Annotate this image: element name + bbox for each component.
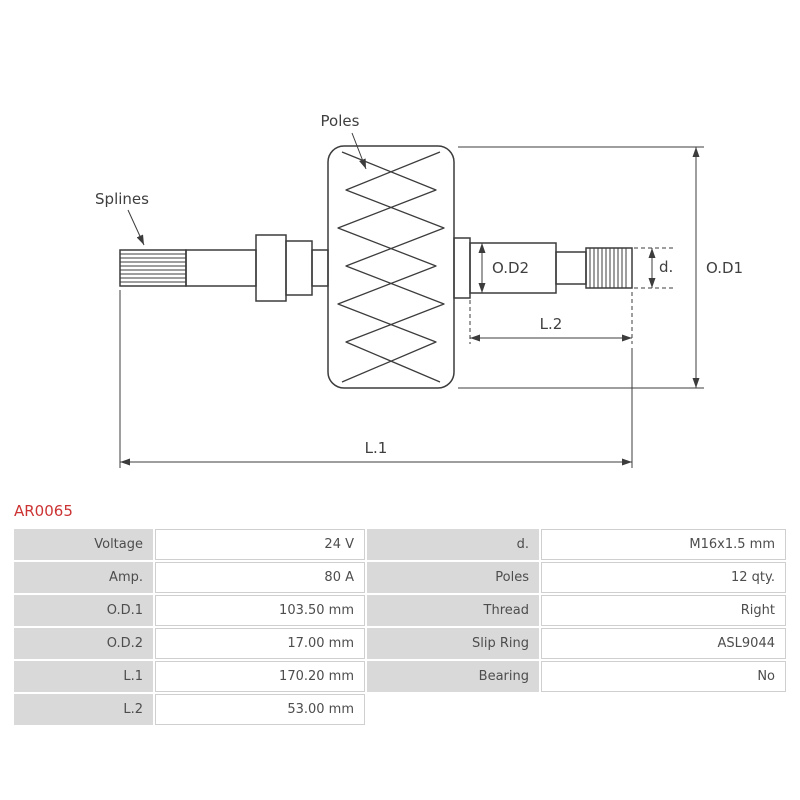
- spec-label-voltage: Voltage: [14, 529, 153, 560]
- spec-value-od2: 17.00 mm: [155, 628, 365, 659]
- spec-table: Voltage 24 V d. M16x1.5 mm Amp. 80 A Pol…: [14, 529, 786, 725]
- spline-hatching: [120, 253, 186, 283]
- spec-value-l2: 53.00 mm: [155, 694, 365, 725]
- spec-value-voltage: 24 V: [155, 529, 365, 560]
- poles-label: Poles: [321, 112, 360, 130]
- spec-value-d: M16x1.5 mm: [541, 529, 786, 560]
- spec-label-poles: Poles: [367, 562, 539, 593]
- spec-label-l1: L.1: [14, 661, 153, 692]
- spec-value-thread: Right: [541, 595, 786, 626]
- spec-label-amp: Amp.: [14, 562, 153, 593]
- poles-leader-arrow: [351, 132, 367, 170]
- spec-empty-label: [367, 694, 539, 725]
- spec-label-od1: O.D.1: [14, 595, 153, 626]
- spec-label-thread: Thread: [367, 595, 539, 626]
- splines-leader-arrow: [127, 209, 145, 246]
- rotor-outline: [119, 145, 633, 389]
- thread-hatching: [589, 248, 627, 288]
- claw-poles-zigzag: [337, 151, 437, 383]
- spec-label-bearing: Bearing: [367, 661, 539, 692]
- rotor-diagram-svg: Poles Splines O.D2 d. O.D1 L.2 L.1: [95, 112, 743, 468]
- spec-value-slip-ring: ASL9044: [541, 628, 786, 659]
- part-number: AR0065: [14, 502, 73, 520]
- claw-poles-zigzag-mirror: [345, 151, 445, 383]
- spec-label-d: d.: [367, 529, 539, 560]
- l1-label: L.1: [365, 439, 388, 457]
- dimension-lines: [119, 132, 704, 468]
- spec-label-l2: L.2: [14, 694, 153, 725]
- spec-value-od1: 103.50 mm: [155, 595, 365, 626]
- od2-label: O.D2: [492, 259, 529, 277]
- l2-label: L.2: [540, 315, 563, 333]
- spec-value-amp: 80 A: [155, 562, 365, 593]
- splines-label: Splines: [95, 190, 149, 208]
- spec-value-bearing: No: [541, 661, 786, 692]
- rotor-diagram: Poles Splines O.D2 d. O.D1 L.2 L.1: [95, 112, 743, 468]
- d-label: d.: [659, 258, 673, 276]
- spec-empty-value: [541, 694, 786, 725]
- spec-label-od2: O.D.2: [14, 628, 153, 659]
- spec-label-slip-ring: Slip Ring: [367, 628, 539, 659]
- od1-label: O.D1: [706, 259, 743, 277]
- spec-value-poles: 12 qty.: [541, 562, 786, 593]
- spec-value-l1: 170.20 mm: [155, 661, 365, 692]
